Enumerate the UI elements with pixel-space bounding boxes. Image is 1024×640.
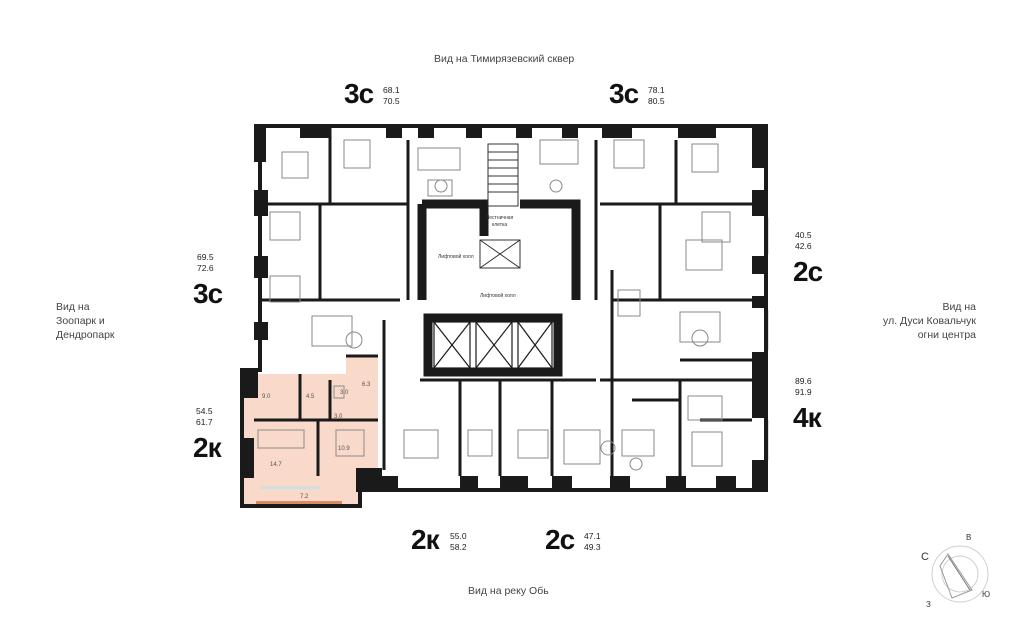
compass-west: З xyxy=(926,600,931,609)
unit-type-top-right[interactable]: 3с xyxy=(609,78,639,109)
elevator-core xyxy=(417,199,581,377)
compass: С В Ю З xyxy=(921,533,990,609)
svg-text:14.7: 14.7 xyxy=(270,462,282,468)
unit-type-top-left[interactable]: 3с xyxy=(344,78,374,109)
compass-east: В xyxy=(966,533,971,542)
unit-type-left-3c[interactable]: 3с xyxy=(193,278,223,309)
stair-label-2: клетка xyxy=(492,222,507,228)
view-right-line-1: Вид на xyxy=(942,301,976,313)
view-top-label: Вид на Тимирязевский сквер xyxy=(434,53,575,65)
view-right-line-2: ул. Дуси Ковальчук xyxy=(883,315,976,328)
room-areas: 9.0 4.5 3.0 6.3 3.0 14.7 10.9 7.2 xyxy=(262,382,371,500)
svg-text:6.3: 6.3 xyxy=(362,382,371,388)
compass-north: С xyxy=(921,551,929,563)
wall-blocks xyxy=(240,124,768,492)
unit-type-bottom-2c[interactable]: 2с xyxy=(545,524,575,555)
svg-text:4.5: 4.5 xyxy=(306,394,315,400)
view-bottom-label: Вид на реку Обь xyxy=(468,585,549,597)
lift-hall-label-1: Лифтовой холл xyxy=(438,253,474,260)
svg-text:7.2: 7.2 xyxy=(300,494,309,500)
svg-text:9.0: 9.0 xyxy=(262,394,271,400)
view-left-line-3: Дендропарк xyxy=(56,329,115,342)
view-left-line-2: Зоопарк и xyxy=(56,315,105,328)
unit-type-right-4k[interactable]: 4к xyxy=(793,402,822,433)
svg-text:3.0: 3.0 xyxy=(340,390,349,396)
svg-text:3.0: 3.0 xyxy=(334,414,343,420)
unit-type-left-2k[interactable]: 2к xyxy=(193,432,222,463)
unit-type-right-2c[interactable]: 2с xyxy=(793,256,823,287)
view-right-line-3: огни центра xyxy=(917,329,976,342)
unit-type-bottom-2k[interactable]: 2к xyxy=(411,524,440,555)
stairs xyxy=(479,143,521,269)
lift-shafts xyxy=(433,321,553,369)
compass-south: Ю xyxy=(982,590,990,599)
stair-label: Лестничная xyxy=(486,215,514,221)
view-right-label: Вид на ул. Дуси Ковальчук огни центра xyxy=(870,300,976,343)
svg-text:10.9: 10.9 xyxy=(338,446,350,452)
balcony-accent xyxy=(256,501,342,504)
lift-hall-label-2: Лифтовой холл xyxy=(480,292,516,299)
view-left-line-1: Вид на xyxy=(56,301,90,313)
view-left-label: Вид на Зоопарк и Дендропарк xyxy=(56,300,115,343)
furniture xyxy=(257,139,731,471)
interior-walls xyxy=(254,126,752,476)
